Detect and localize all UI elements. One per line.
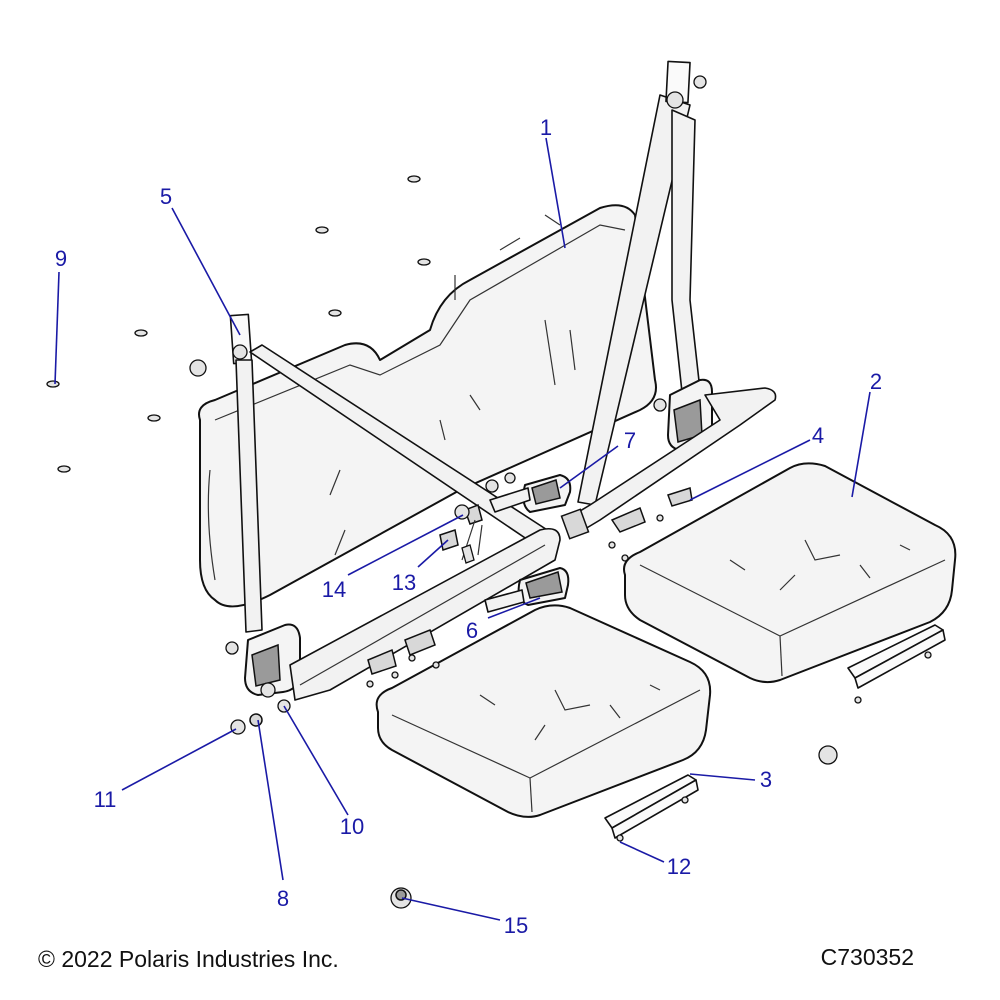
callout-4: 4 (812, 423, 824, 448)
callout-13: 13 (392, 570, 416, 595)
callout-11: 11 (94, 787, 117, 812)
callout-9: 9 (55, 246, 67, 271)
callout-labels: 1 2 3 4 5 6 7 8 9 10 11 12 13 14 15 (55, 115, 882, 938)
floor-brackets (366, 629, 440, 688)
callout-5: 5 (160, 184, 172, 209)
callout-15: 15 (504, 913, 528, 938)
callout-1: 1 (540, 115, 552, 140)
callout-leaders (54, 137, 871, 921)
callout-6: 6 (466, 618, 478, 643)
right-belt-upper (560, 60, 777, 562)
callout-14: 14 (322, 577, 346, 602)
copyright-notice: © 2022 Polaris Industries Inc. (38, 946, 339, 972)
seat-back (198, 204, 657, 608)
seat-brackets (604, 624, 946, 842)
right-seat-cushion (623, 462, 957, 684)
figure-code: C730352 (821, 944, 914, 970)
center-buckles (439, 472, 572, 613)
callout-12: 12 (667, 854, 691, 879)
left-seat-cushion (375, 604, 712, 818)
left-belt-assembly (225, 313, 561, 713)
callout-8: 8 (277, 886, 289, 911)
callout-2: 2 (870, 369, 882, 394)
callout-3: 3 (760, 767, 772, 792)
callout-7: 7 (624, 428, 636, 453)
callout-10: 10 (340, 814, 364, 839)
